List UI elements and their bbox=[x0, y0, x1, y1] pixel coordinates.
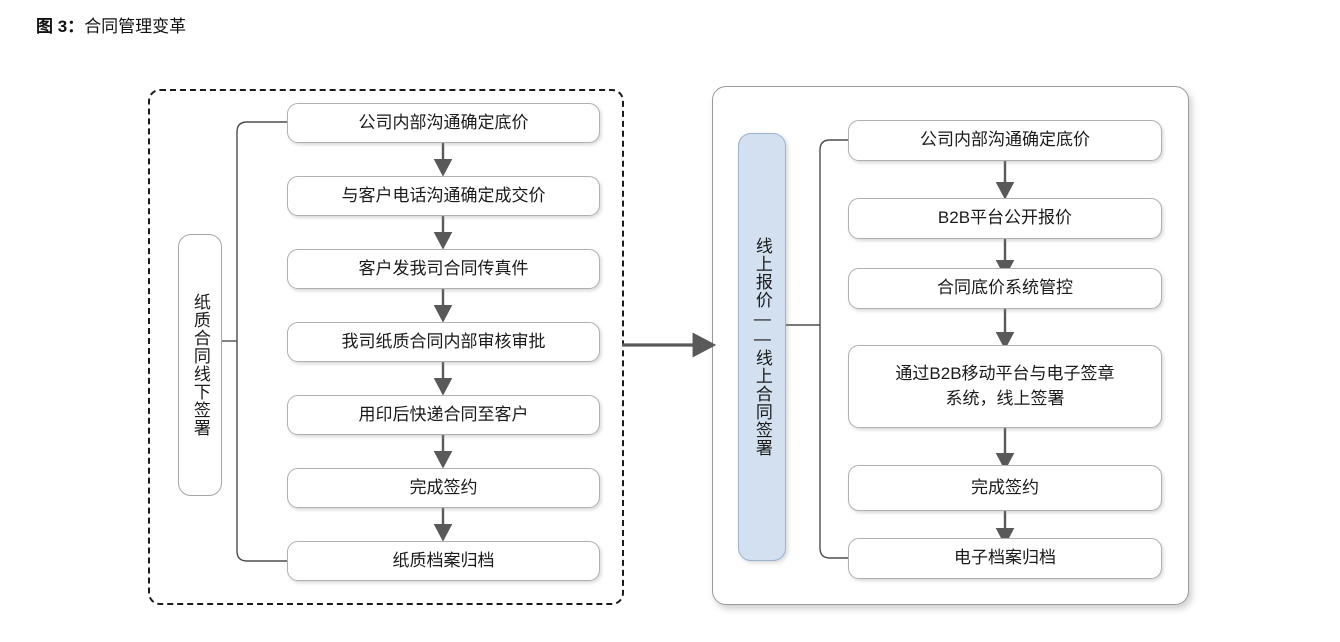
before-step-4[interactable]: 我司纸质合同内部审核审批 bbox=[287, 322, 600, 362]
before-category-label: 纸质合同线下签署 bbox=[178, 234, 222, 496]
after-step-1[interactable]: 公司内部沟通确定底价 bbox=[848, 120, 1162, 161]
after-step-4[interactable]: 通过B2B移动平台与电子签章 系统，线上签署 bbox=[848, 345, 1162, 428]
after-step-5[interactable]: 完成签约 bbox=[848, 465, 1162, 511]
before-step-5[interactable]: 用印后快递合同至客户 bbox=[287, 395, 600, 435]
after-step-6[interactable]: 电子档案归档 bbox=[848, 538, 1162, 579]
after-step-3[interactable]: 合同底价系统管控 bbox=[848, 268, 1162, 309]
before-step-3[interactable]: 客户发我司合同传真件 bbox=[287, 249, 600, 289]
before-step-6[interactable]: 完成签约 bbox=[287, 468, 600, 508]
after-category-label: 线上报价——线上合同签署 bbox=[738, 133, 786, 561]
page-title: 图 3：合同管理变革 bbox=[36, 12, 186, 37]
after-step-2[interactable]: B2B平台公开报价 bbox=[848, 198, 1162, 239]
figure-number: 图 3： bbox=[36, 17, 85, 36]
before-step-2[interactable]: 与客户电话沟通确定成交价 bbox=[287, 176, 600, 216]
before-step-1[interactable]: 公司内部沟通确定底价 bbox=[287, 103, 600, 143]
figure-caption: 合同管理变革 bbox=[84, 17, 187, 36]
before-step-7[interactable]: 纸质档案归档 bbox=[287, 541, 600, 581]
